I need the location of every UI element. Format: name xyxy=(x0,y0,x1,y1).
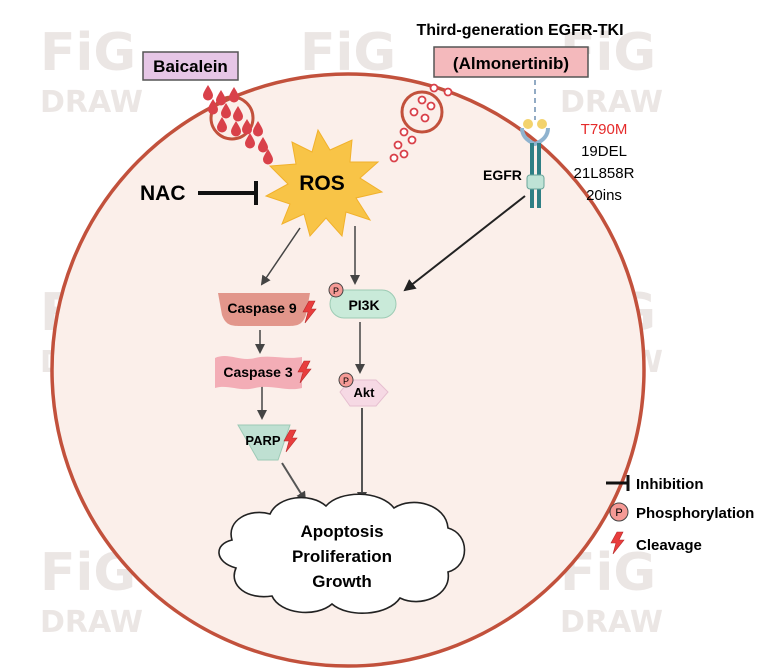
mutation-21l858r: 21L858R xyxy=(574,165,635,182)
legend-cleavage-label: Cleavage xyxy=(636,537,702,554)
akt-node: P Akt xyxy=(338,372,389,407)
legend-inhibition-label: Inhibition xyxy=(636,476,703,493)
mutation-20ins: 20ins xyxy=(586,187,622,204)
pi3k-phospho-p: P xyxy=(333,286,339,296)
baicalein-label: Baicalein xyxy=(142,51,239,81)
egfr-receptor: EGFR xyxy=(483,80,550,208)
ros-node: ROS xyxy=(264,128,384,238)
watermark-text: DRAW xyxy=(40,85,143,120)
pi3k-node: P PI3K xyxy=(328,282,397,319)
legend-inhibition: Inhibition xyxy=(606,475,703,493)
legend-cleavage: Cleavage xyxy=(610,531,702,555)
caspase3-label: Caspase 3 xyxy=(223,364,292,380)
nac-inhibition: NAC xyxy=(140,181,258,205)
parp-node: PARP xyxy=(237,424,298,461)
mutation-19del: 19DEL xyxy=(581,143,627,160)
legend-p-symbol: P xyxy=(615,507,622,519)
legend-phosphorylation-label: Phosphorylation xyxy=(636,505,754,522)
legend: Inhibition P Phosphorylation Cleavage xyxy=(606,475,754,555)
watermark-text: FiG xyxy=(40,23,136,83)
nac-label: NAC xyxy=(140,182,186,205)
mutation-list: T790M 19DEL 21L858R 20ins xyxy=(574,121,635,204)
pathway-arrows xyxy=(255,195,526,502)
mutation-t790m: T790M xyxy=(581,121,628,138)
almonertinib-label: (Almonertinib) xyxy=(433,46,589,78)
ros-label: ROS xyxy=(299,172,345,195)
tki-heading: Third-generation EGFR-TKI xyxy=(416,22,623,39)
outcome-apoptosis: Apoptosis xyxy=(300,522,383,541)
legend-phosphorylation: P Phosphorylation xyxy=(609,502,754,522)
parp-label: PARP xyxy=(245,433,280,448)
akt-phospho-p: P xyxy=(343,376,349,386)
baicalein-text: Baicalein xyxy=(153,57,228,76)
caspase9-label: Caspase 9 xyxy=(227,300,296,316)
caspase3-node: Caspase 3 xyxy=(215,356,312,390)
ros-starburst xyxy=(264,128,384,238)
akt-label: Akt xyxy=(354,385,376,400)
cell-membrane xyxy=(50,72,646,668)
watermark-text: DRAW xyxy=(560,85,663,120)
outcome-cloud: Apoptosis Proliferation Growth xyxy=(218,493,466,614)
baicalein-uptake xyxy=(203,85,273,165)
pi3k-label: PI3K xyxy=(348,297,379,313)
caspase9-node: Caspase 9 xyxy=(218,293,317,326)
outcome-proliferation: Proliferation xyxy=(292,547,392,566)
outcome-growth: Growth xyxy=(312,572,372,591)
almonertinib-uptake xyxy=(389,83,453,163)
almonertinib-text: (Almonertinib) xyxy=(453,54,569,73)
egfr-label: EGFR xyxy=(483,167,522,183)
watermark-text: DRAW xyxy=(40,605,143,640)
watermark-text: DRAW xyxy=(560,605,663,640)
